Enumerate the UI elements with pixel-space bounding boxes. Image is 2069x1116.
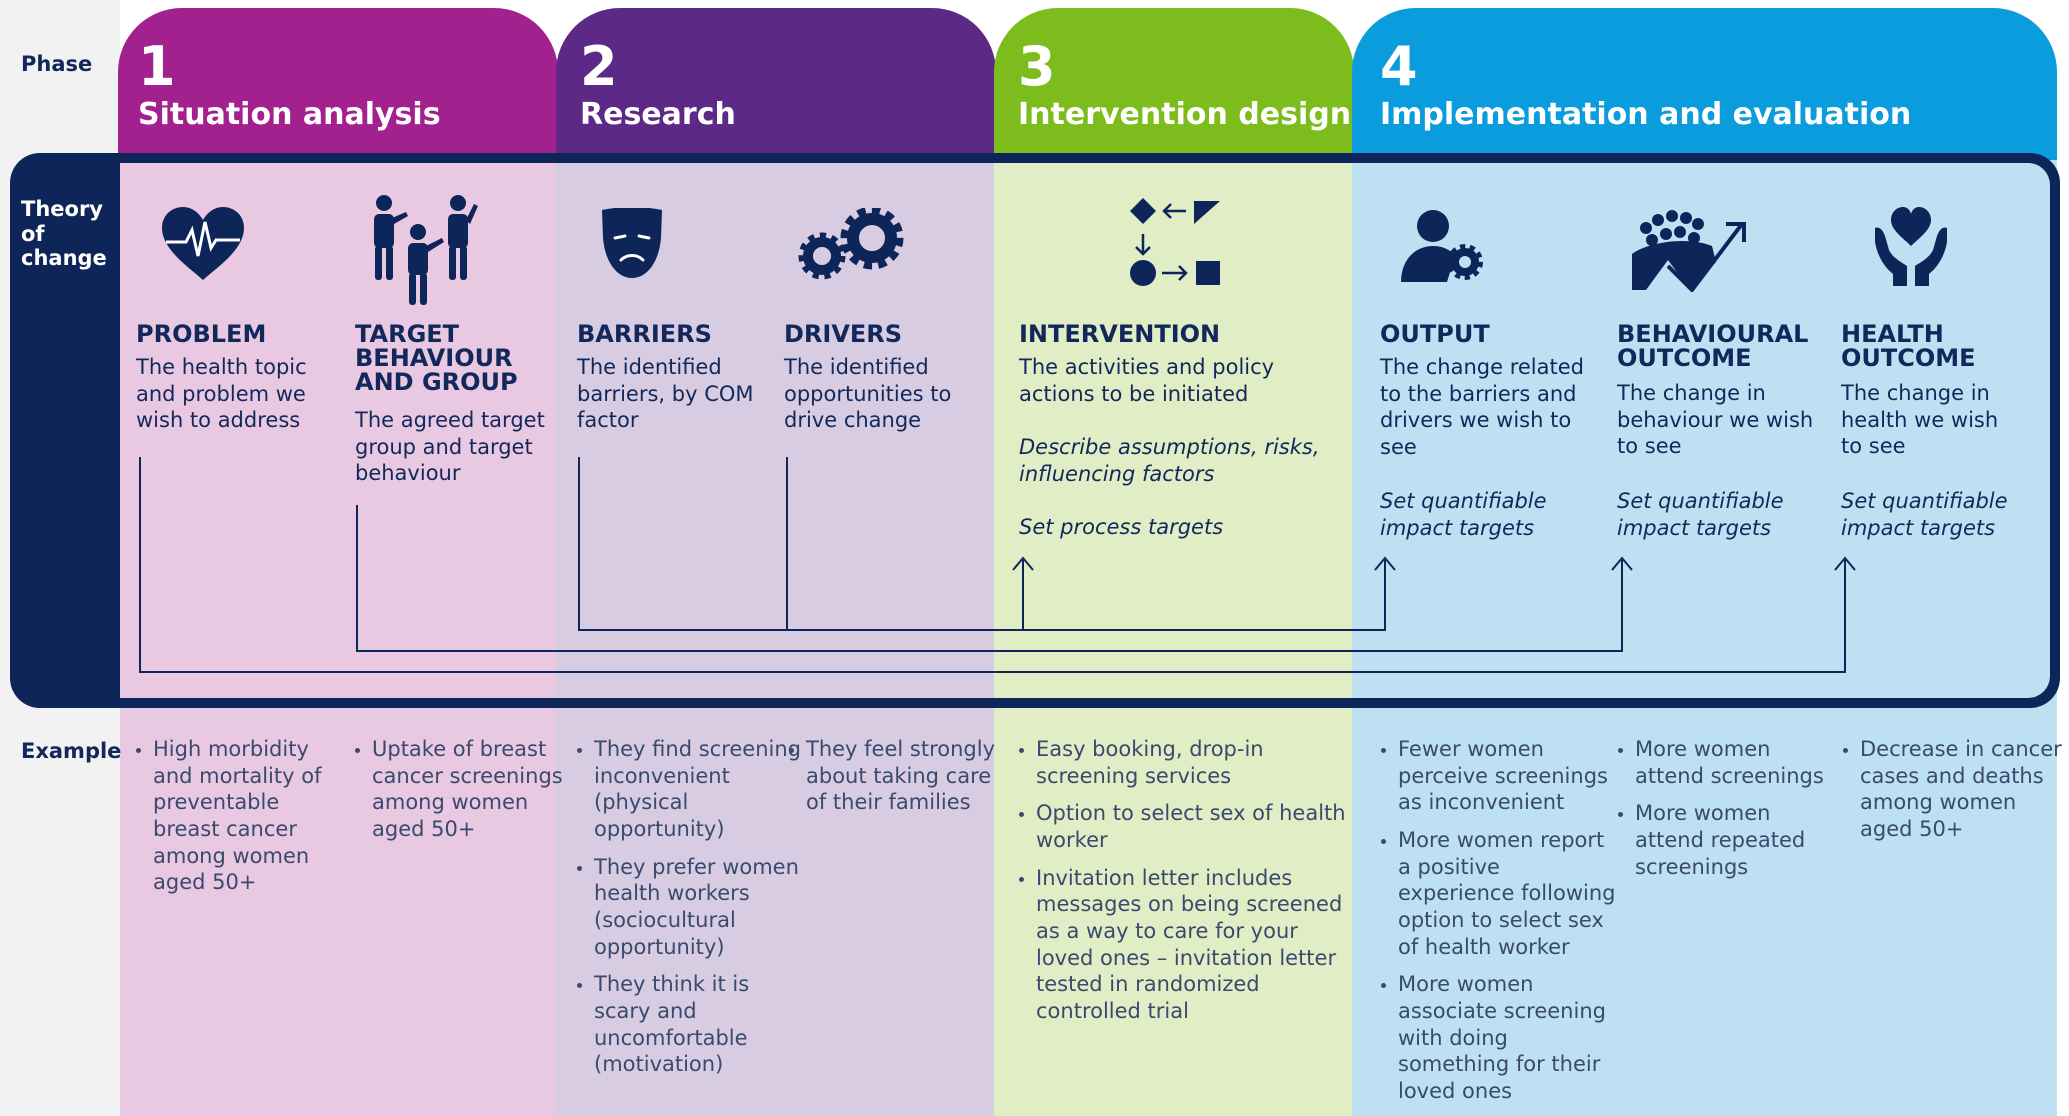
person-gear-icon [1401, 210, 1483, 282]
phase-2-column [556, 150, 994, 1116]
output-note: Set quantifiable impact targets [1380, 489, 1547, 540]
people-group-icon [374, 195, 478, 305]
barriers-description: The identified barriers, by COM factor [577, 355, 754, 433]
list-item: More women attend screenings [1635, 736, 1835, 789]
example-list-behavioural: More women attend screenings More women … [1617, 736, 1835, 891]
row-label-theory: Theory of change [21, 197, 107, 271]
drivers-title: DRIVERS [784, 320, 903, 348]
crowd-growth-icon [1632, 210, 1746, 292]
row-label-phase: Phase [21, 52, 93, 76]
phase-4-header: 4 Implementation and evaluation [1352, 8, 2057, 160]
intervention-description: The activities and policy actions to be … [1019, 355, 1275, 406]
example-list-output: Fewer women perceive screenings as incon… [1380, 736, 1618, 1116]
drivers-description: The identified opportunities to drive ch… [784, 355, 952, 433]
phase-2-header: 2 Research [556, 8, 996, 160]
gears-icon [798, 208, 904, 280]
target-behaviour-description: The agreed target group and target behav… [355, 408, 545, 486]
intervention-note-targets: Set process targets [1019, 515, 1224, 539]
row-label-example: Example [21, 739, 122, 763]
phase-number: 2 [580, 35, 618, 98]
list-item: More women attend repeated screenings [1635, 800, 1835, 880]
phase-1-column [120, 150, 556, 1116]
phase-title: Research [580, 97, 736, 132]
behavioural-outcome-title: BEHAVIOURAL OUTCOME [1617, 320, 1809, 372]
example-list-problem: High morbidity and mortality of preventa… [135, 736, 351, 907]
output-title: OUTPUT [1380, 320, 1490, 348]
health-outcome-note: Set quantifiable impact targets [1841, 489, 2008, 540]
example-list-health: Decrease in cancer cases and deaths amon… [1842, 736, 2069, 854]
heart-pulse-icon [162, 207, 244, 280]
output-description: The change related to the barriers and d… [1380, 355, 1584, 459]
problem-title: PROBLEM [136, 320, 267, 348]
phase-title: Intervention design [1018, 97, 1352, 132]
list-item: Invitation letter includes messages on b… [1036, 865, 1356, 1025]
barriers-title: BARRIERS [577, 320, 712, 348]
behavioural-outcome-description: The change in behaviour we wish to see [1617, 381, 1814, 459]
sad-mask-icon [602, 208, 662, 278]
phase-number: 3 [1018, 35, 1056, 98]
phase-number: 4 [1380, 35, 1418, 98]
list-item: They feel strongly about taking care of … [806, 736, 1004, 816]
list-item: They think it is scary and uncomfortable… [594, 971, 804, 1078]
list-item: High morbidity and mortality of preventa… [153, 736, 351, 896]
list-item: They prefer women health workers (socioc… [594, 854, 804, 961]
example-list-target: Uptake of breast cancer screenings among… [354, 736, 570, 854]
phase-number: 1 [138, 35, 176, 98]
list-item: Option to select sex of health worker [1036, 800, 1356, 853]
intervention-note-assumptions: Describe assumptions, risks, influencing… [1019, 435, 1320, 486]
phase-1-header: 1 Situation analysis [118, 8, 558, 160]
phase-3-column [994, 150, 1352, 1116]
target-behaviour-title: TARGET BEHAVIOUR AND GROUP [355, 320, 518, 396]
list-item: Fewer women perceive screenings as incon… [1398, 736, 1618, 816]
list-item: Decrease in cancer cases and deaths amon… [1860, 736, 2069, 843]
example-list-drivers: They feel strongly about taking care of … [788, 736, 1004, 827]
problem-description: The health topic and problem we wish to … [136, 355, 307, 433]
list-item: Uptake of breast cancer screenings among… [372, 736, 570, 843]
phase-title: Situation analysis [138, 97, 441, 132]
phase-4-column [1352, 150, 2057, 1116]
example-list-barriers: They find screening inconvenient (physic… [576, 736, 804, 1089]
example-list-intervention: Easy booking, drop-in screening services… [1018, 736, 1356, 1036]
phase-3-header: 3 Intervention design [994, 8, 1354, 160]
behavioural-outcome-note: Set quantifiable impact targets [1617, 489, 1784, 540]
health-outcome-title: HEALTH OUTCOME [1841, 320, 1976, 372]
list-item: Easy booking, drop-in screening services [1036, 736, 1356, 789]
intervention-title: INTERVENTION [1019, 320, 1221, 348]
list-item: They find screening inconvenient (physic… [594, 736, 804, 843]
phase-title: Implementation and evaluation [1380, 97, 1912, 132]
list-item: More women report a positive experience … [1398, 827, 1618, 960]
list-item: More women associate screening with doin… [1398, 971, 1618, 1104]
process-flow-icon [1130, 198, 1220, 286]
health-outcome-description: The change in health we wish to see [1841, 381, 1999, 459]
hands-heart-icon [1875, 207, 1947, 286]
